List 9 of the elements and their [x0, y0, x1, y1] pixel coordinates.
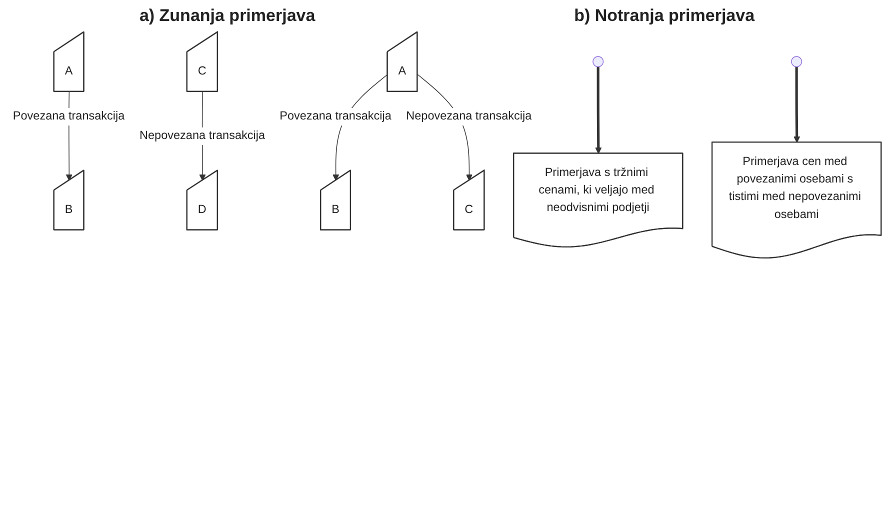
edge-label: Povezana transakcija	[12, 110, 125, 123]
arrow	[794, 66, 800, 143]
flowchart: Povezana transakcija Nepovezana transakcija Povezana transakcija Nepovezana transakcija A B C D Primerjava s tržnimi cenami, ki veljajo med neodvisnimi podjetji A B C Primerjava cen med povezanimi osebami s tistimi med nepovezanimi osebami	[7, 26, 887, 264]
edge-label: Povezana transakcija	[280, 110, 392, 123]
edge-label: Nepovezana transakcija	[140, 130, 266, 142]
edge-label: Nepovezana transakcija	[406, 110, 532, 123]
panel-heading: b) Notranja primerjava	[574, 6, 755, 26]
panel-heading: a) Zunanja primerjava	[139, 6, 316, 26]
arrow	[595, 66, 602, 154]
